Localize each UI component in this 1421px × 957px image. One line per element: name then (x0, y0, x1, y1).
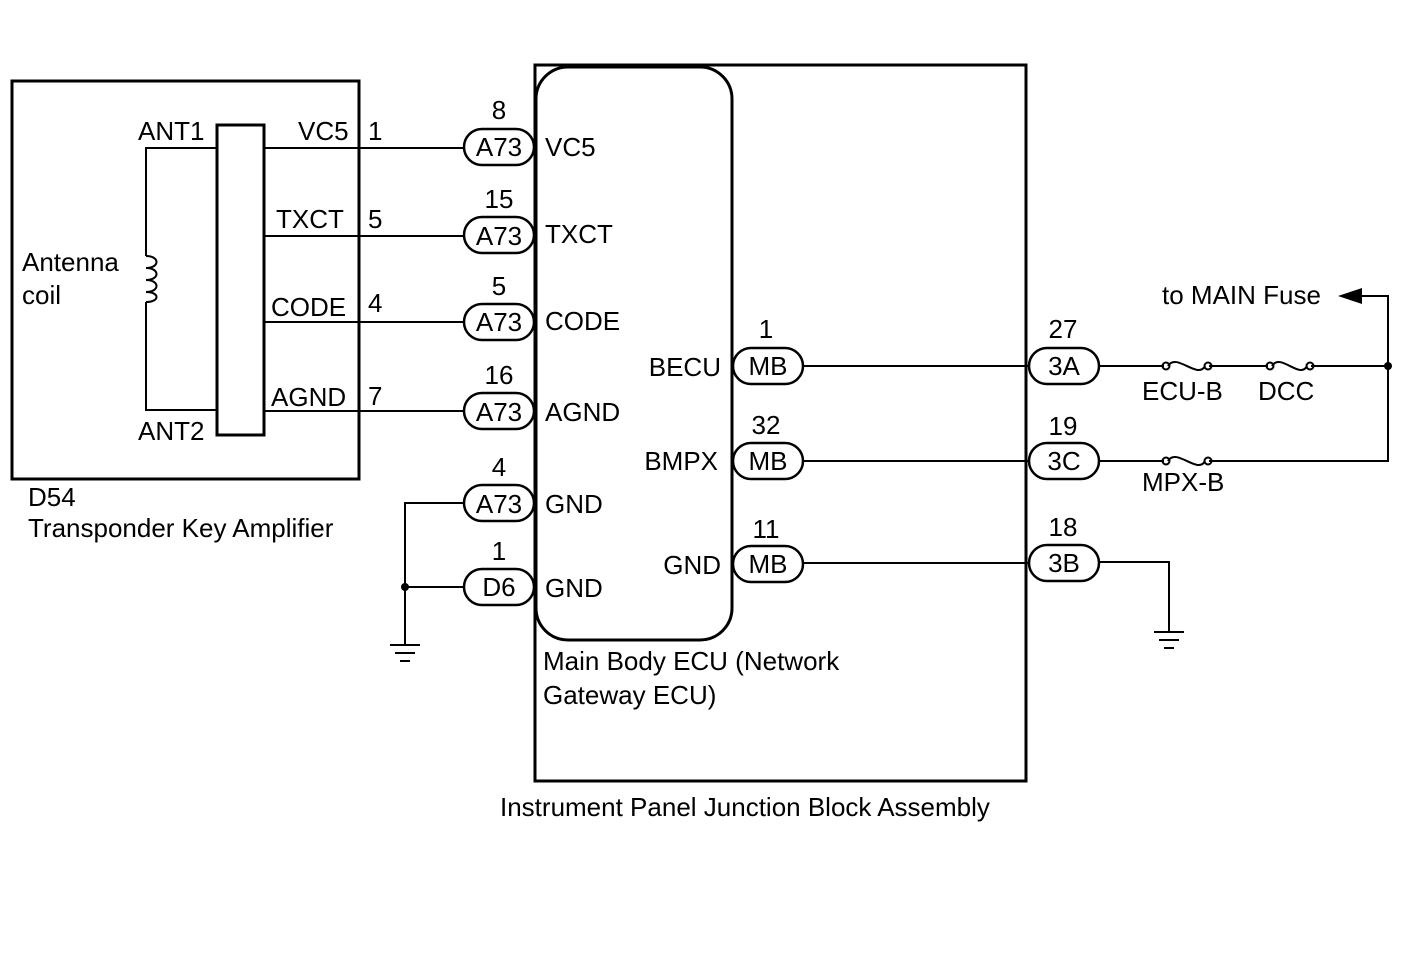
amp-pin-number-code: 4 (368, 288, 382, 318)
block-connector-3c: 3C 19 (1027, 411, 1101, 481)
block-connector-3a: 3A 27 (1027, 314, 1101, 386)
ecu-left-connector-vc5: A73 8 VC5 (462, 95, 596, 167)
junction-dot (401, 583, 409, 591)
pin-number: 11 (753, 514, 780, 544)
fuse-ecu-b-icon (1167, 360, 1206, 372)
pin-number: 1 (759, 314, 773, 344)
signal-name: BECU (649, 352, 721, 382)
signal-name: CODE (545, 306, 620, 336)
signal-name: GND (663, 550, 721, 580)
ecu-left-connector-gnd-d6: D6 1 GND (462, 536, 603, 607)
pin-number: 19 (1049, 411, 1078, 441)
antenna-wire (145, 147, 217, 411)
pin-number: 16 (485, 360, 514, 390)
fuse-terminal (1161, 456, 1171, 466)
power-label: to MAIN Fuse (1162, 280, 1321, 310)
junction-dot (1384, 362, 1392, 370)
fuse-dcc-icon (1271, 360, 1308, 372)
ant2-label: ANT2 (138, 416, 204, 446)
pin-number: 5 (492, 271, 506, 301)
amplifier-id: D54 (28, 482, 76, 512)
block-connector-3b: 3B 18 (1027, 512, 1101, 583)
fuse-ecu-b-label: ECU-B (1142, 376, 1223, 406)
signal-name: AGND (545, 397, 620, 427)
ecu-right-connector-gnd: GND MB 11 (663, 514, 805, 584)
amplifier-name: Transponder Key Amplifier (28, 513, 334, 543)
amplifier-module (215, 123, 266, 437)
connector-code: D6 (482, 572, 515, 602)
ecu-left-connector-agnd: A73 16 AGND (462, 360, 620, 431)
connector-code: A73 (476, 132, 522, 162)
fuse-terminal (1265, 361, 1275, 371)
signal-name: GND (545, 489, 603, 519)
antenna-coil-icon (145, 255, 158, 303)
wire-3b-ground (1099, 561, 1170, 632)
ecu-right-connector-becu: BECU MB 1 (649, 314, 805, 386)
ecu-left-connector-txct: A73 15 TXCT (462, 184, 613, 255)
wire-ecu-ground (404, 502, 465, 645)
ecu-name-line1: Main Body ECU (Network (543, 646, 840, 676)
ecu-name-line2: Gateway ECU) (543, 680, 716, 710)
connector-code: A73 (476, 397, 522, 427)
ground-icon (390, 644, 420, 662)
connector-code: 3B (1048, 548, 1080, 578)
connector-code: A73 (476, 307, 522, 337)
connector-code: MB (749, 446, 788, 476)
connector-code: A73 (476, 489, 522, 519)
pin-number: 1 (492, 536, 506, 566)
pin-number: 15 (485, 184, 514, 214)
signal-name: TXCT (545, 219, 613, 249)
amp-pin-number-agnd: 7 (368, 381, 382, 411)
ecu-right-connector-bmpx: BMPX MB 32 (644, 410, 805, 481)
connector-code: 3C (1047, 446, 1080, 476)
connector-code: A73 (476, 221, 522, 251)
fuse-terminal (1305, 361, 1315, 371)
ground-icon (1154, 631, 1184, 649)
amp-pin-name-code: CODE (271, 292, 346, 322)
amp-pin-name-vc5: VC5 (298, 116, 349, 146)
amp-pin-name-agnd: AGND (271, 382, 346, 412)
pin-number: 4 (492, 452, 506, 482)
connector-code: 3A (1048, 351, 1080, 381)
arrow-left-icon (1338, 288, 1362, 304)
fuse-mpx-b-icon (1167, 455, 1206, 467)
coil-label: coil (22, 280, 61, 310)
pin-number: 32 (752, 410, 781, 440)
ant1-label: ANT1 (138, 116, 204, 146)
amp-pin-name-txct: TXCT (276, 204, 344, 234)
fuse-mpx-b-label: MPX-B (1142, 467, 1224, 497)
junction-block-label: Instrument Panel Junction Block Assembly (500, 792, 990, 822)
pin-number: 27 (1049, 314, 1078, 344)
ecu-left-connector-gnd-a73: A73 4 GND (462, 452, 603, 523)
antenna-label: Antenna (22, 247, 119, 277)
amp-pin-number-vc5: 1 (368, 116, 382, 146)
pin-number: 8 (492, 95, 506, 125)
fuse-dcc-label: DCC (1258, 376, 1314, 406)
fuse-terminal (1203, 361, 1213, 371)
ecu-left-connector-code: A73 5 CODE (462, 271, 620, 342)
signal-name: BMPX (644, 446, 718, 476)
wire-3c-power (1099, 295, 1389, 462)
connector-code: MB (749, 351, 788, 381)
fuse-terminal (1203, 456, 1213, 466)
ecu-box (534, 65, 734, 642)
pin-number: 18 (1049, 512, 1078, 542)
amp-pin-number-txct: 5 (368, 204, 382, 234)
signal-name: VC5 (545, 132, 596, 162)
connector-code: MB (749, 549, 788, 579)
amplifier-box (10, 79, 361, 481)
signal-name: GND (545, 573, 603, 603)
fuse-terminal (1161, 361, 1171, 371)
